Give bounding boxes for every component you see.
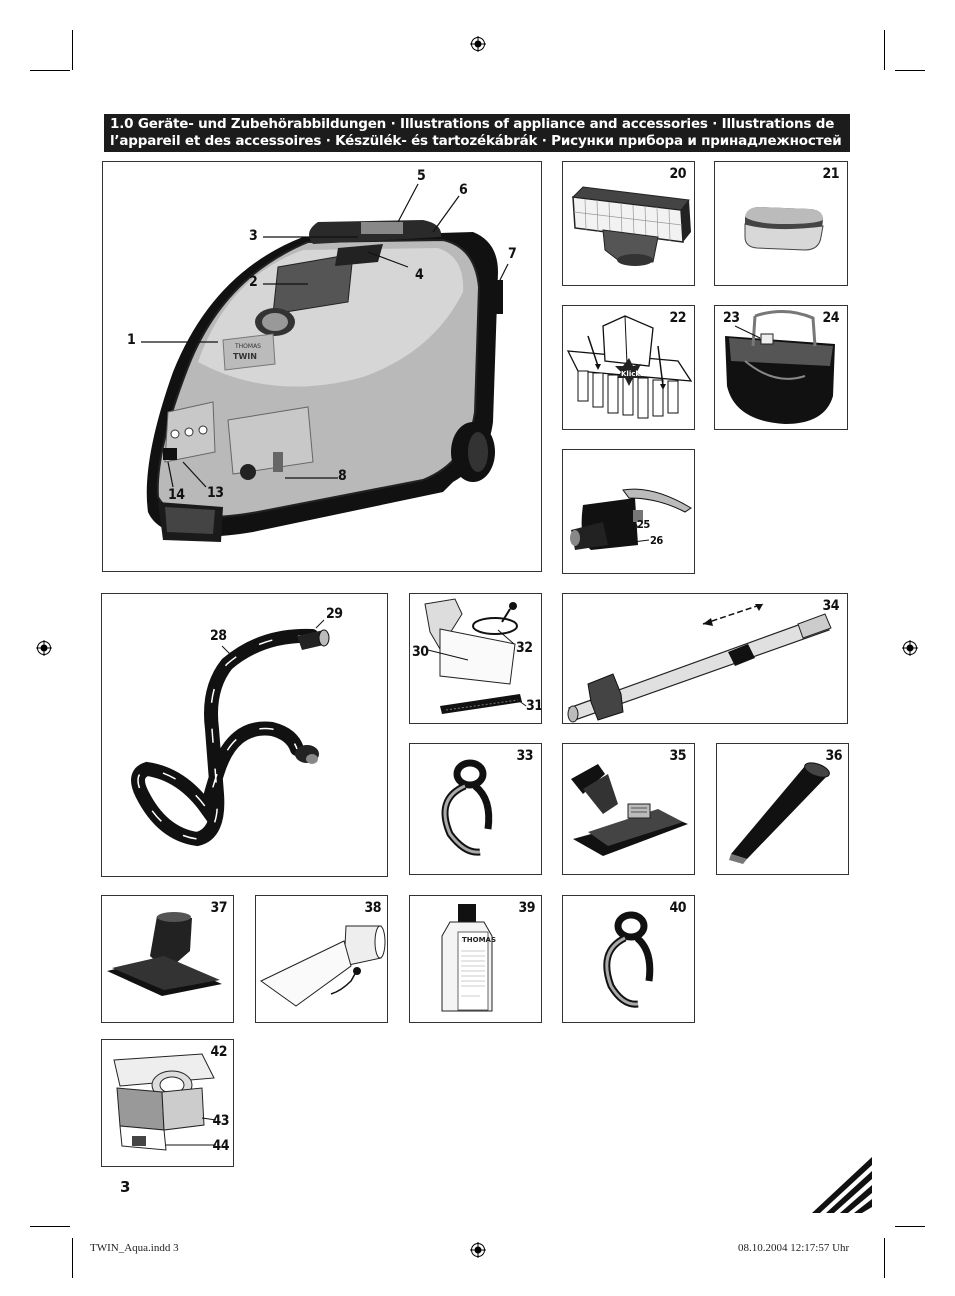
panel-23-24: 23 24 [714,305,848,430]
filter-cassette-illustration [113,1053,217,1151]
panel-33: 33 [409,743,542,875]
panel-main-device: THOMAS TWIN 1 2 3 4 5 6 7 8 13 14 [102,161,542,572]
panel-number-23: 23 [723,310,740,326]
crop-mark [30,1226,70,1227]
panel-number-26: 26 [650,534,663,547]
panel-38: 38 [255,895,388,1023]
slug-timestamp: 08.10.2004 12:17:57 Uhr [738,1242,850,1254]
filter-holder-illustration [570,488,692,550]
klick-label: Klick [621,370,640,378]
panel-number-20: 20 [669,166,686,182]
model-label: TWIN [233,352,257,361]
panel-28-29: 28 29 [101,593,388,877]
water-filter-insert-illustration: Klick [566,315,693,419]
slug-filename: TWIN_Aqua.indd 3 [90,1242,179,1254]
upholstery-spray-nozzle-illustration [424,598,527,714]
crop-mark [72,1238,73,1278]
crop-mark [884,30,885,70]
spray-extraction-nozzle-illustration [260,925,386,1007]
registration-mark-icon [470,36,486,52]
panel-37: 37 [101,895,234,1023]
corner-hatch-decoration [812,1157,872,1213]
section-title-banner: 1.0 Geräte- und Zubehörabbildungen · Ill… [104,114,850,166]
floor-nozzle-illustration [571,764,688,856]
callout-8: 8 [338,468,347,484]
vacuum-cleaner-illustration: THOMAS TWIN [141,183,509,542]
hose-clip-illustration [603,911,654,1008]
callout-5: 5 [417,168,426,184]
panel-20: 20 [562,161,695,286]
panel-22: Klick 22 [562,305,695,430]
panel-25-26: 25 26 [562,449,695,574]
callout-3: 3 [249,228,258,244]
panel-number-32: 32 [516,640,533,656]
water-tank-illustration [725,310,835,424]
panel-number-42: 42 [210,1044,227,1060]
panel-number-35: 35 [669,748,686,764]
foam-filter-illustration [744,207,824,251]
registration-mark-icon [470,1242,486,1258]
panel-34: 34 [562,593,848,724]
crop-mark [895,1226,925,1227]
panel-number-36: 36 [825,748,842,764]
crevice-nozzle-illustration [729,762,830,864]
section-title-line-1: 1.0 Geräte- und Zubehörabbildungen · Ill… [110,116,835,132]
panel-21: 21 [714,161,848,286]
panel-number-29: 29 [326,606,343,622]
brand-label: THOMAS [234,343,261,350]
bottle-brand-label: THOMAS [462,936,496,944]
crop-mark [895,70,925,71]
panel-number-43: 43 [212,1113,229,1129]
panel-30-31-32: 30 32 31 [409,593,542,724]
callout-2: 2 [249,274,258,290]
callout-6: 6 [459,182,468,198]
callout-4: 4 [415,267,424,283]
panel-number-37: 37 [210,900,227,916]
panel-number-21: 21 [822,166,839,182]
panel-number-31: 31 [526,698,542,714]
registration-mark-icon [902,640,918,656]
upholstery-nozzle-illustration [107,912,222,996]
panel-40: 40 [562,895,695,1023]
panel-number-24: 24 [822,310,839,326]
panel-35: 35 [562,743,695,875]
panel-number-28: 28 [210,628,227,644]
panel-number-44: 44 [212,1138,229,1154]
panel-number-38: 38 [364,900,381,916]
page-number: 3 [120,1178,131,1196]
hose-clip-illustration [441,759,493,856]
panel-number-33: 33 [516,748,533,764]
crop-mark [72,30,73,70]
panel-number-25: 25 [637,518,650,531]
callout-1: 1 [127,332,136,348]
crop-mark [30,70,70,71]
panel-number-39: 39 [518,900,535,916]
telescopic-tube-illustration [567,603,832,723]
panel-number-30: 30 [412,644,429,660]
crop-mark [884,1238,885,1278]
registration-mark-icon [36,640,52,656]
panel-42-43-44: 42 43 44 [101,1039,234,1167]
panel-number-34: 34 [822,598,839,614]
panel-number-40: 40 [669,900,686,916]
callout-13: 13 [207,485,224,501]
panel-36: 36 [716,743,849,875]
cleaning-agent-bottle-illustration: THOMAS [441,904,496,1012]
callout-7: 7 [508,246,517,262]
callout-14: 14 [168,487,185,503]
panel-39: THOMAS 39 [409,895,542,1023]
hepa-filter-illustration [571,186,691,266]
panel-number-22: 22 [669,310,686,326]
suction-hose-illustration [131,619,330,847]
